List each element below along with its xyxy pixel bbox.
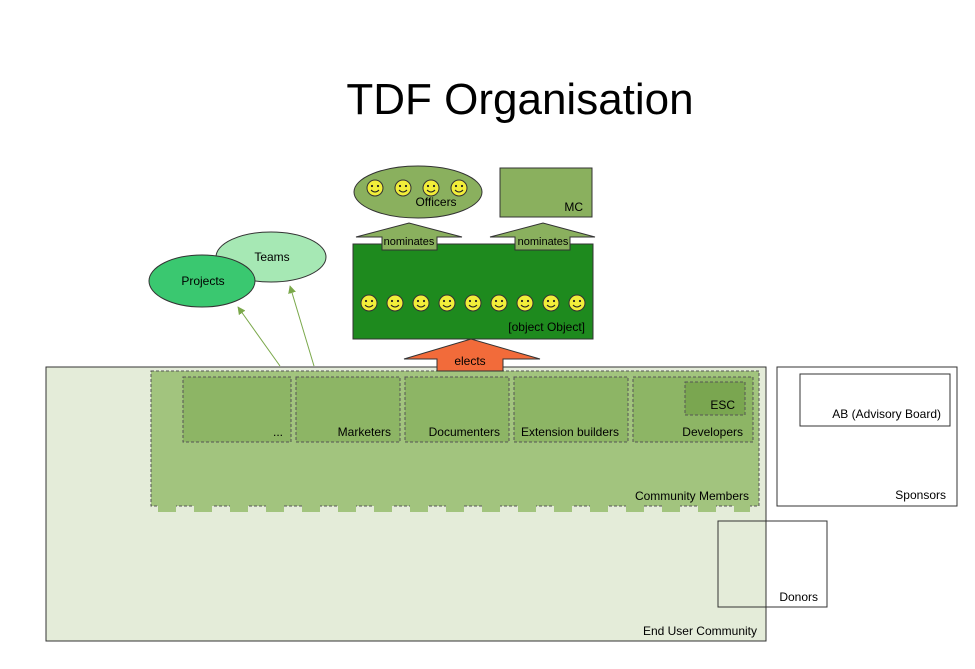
projects-ellipse: [148, 254, 256, 308]
mc-label: MC: [564, 200, 583, 214]
officers-label: Officers: [415, 195, 456, 209]
group-box-documenters: [404, 376, 510, 443]
group-label-documenters: Documenters: [429, 425, 500, 439]
smiley-icon: [542, 294, 560, 312]
mc-box: [499, 167, 593, 218]
esc-label: ESC: [710, 398, 735, 412]
smiley-icon: [412, 294, 430, 312]
smiley-icon: [422, 179, 440, 197]
advisory-board-box: [799, 373, 951, 427]
bod-members: [360, 294, 586, 312]
advisory-board-label: AB (Advisory Board): [832, 407, 941, 421]
teams-label: Teams: [254, 250, 289, 264]
page-title: TDF Organisation: [346, 75, 693, 124]
nominates-arrow-mc: [489, 222, 596, 251]
group-box-marketers: [295, 376, 401, 443]
smiley-icon: [490, 294, 508, 312]
officers-ellipse: [353, 165, 483, 219]
bod-box: [352, 243, 594, 340]
group-box-extension-builders: [513, 376, 629, 443]
group-label-extension-builders: Extension builders: [521, 425, 619, 439]
nominates-arrow-officers: [355, 222, 463, 251]
smiley-icon: [464, 294, 482, 312]
esc-box: [684, 381, 746, 416]
arrow-to-teams: [288, 285, 315, 367]
end-user-community-label: End User Community: [643, 624, 757, 638]
smiley-icon: [394, 179, 412, 197]
smiley-icon: [516, 294, 534, 312]
smiley-icon: [360, 294, 378, 312]
smiley-icon: [438, 294, 456, 312]
community-dash-band: [158, 502, 750, 512]
nominates-label-mc: nominates: [518, 236, 569, 248]
bod-label: [object Object]: [508, 320, 585, 334]
elects-arrow: [403, 338, 541, 372]
community-members-label: Community Members: [635, 489, 749, 503]
smiley-icon: [366, 179, 384, 197]
elects-label: elects: [454, 354, 485, 368]
group-label-developers: Developers: [682, 425, 743, 439]
smiley-icon: [450, 179, 468, 197]
donors-label: Donors: [779, 590, 818, 604]
sponsors-label: Sponsors: [895, 488, 946, 502]
donors-box: [717, 520, 828, 608]
projects-label: Projects: [181, 274, 224, 288]
smiley-icon: [568, 294, 586, 312]
group-label-other: ...: [273, 425, 283, 439]
group-label-marketers: Marketers: [338, 425, 391, 439]
smiley-icon: [386, 294, 404, 312]
arrow-to-projects: [237, 306, 281, 367]
nominates-label-officers: nominates: [384, 236, 435, 248]
group-box-other: [182, 376, 292, 443]
